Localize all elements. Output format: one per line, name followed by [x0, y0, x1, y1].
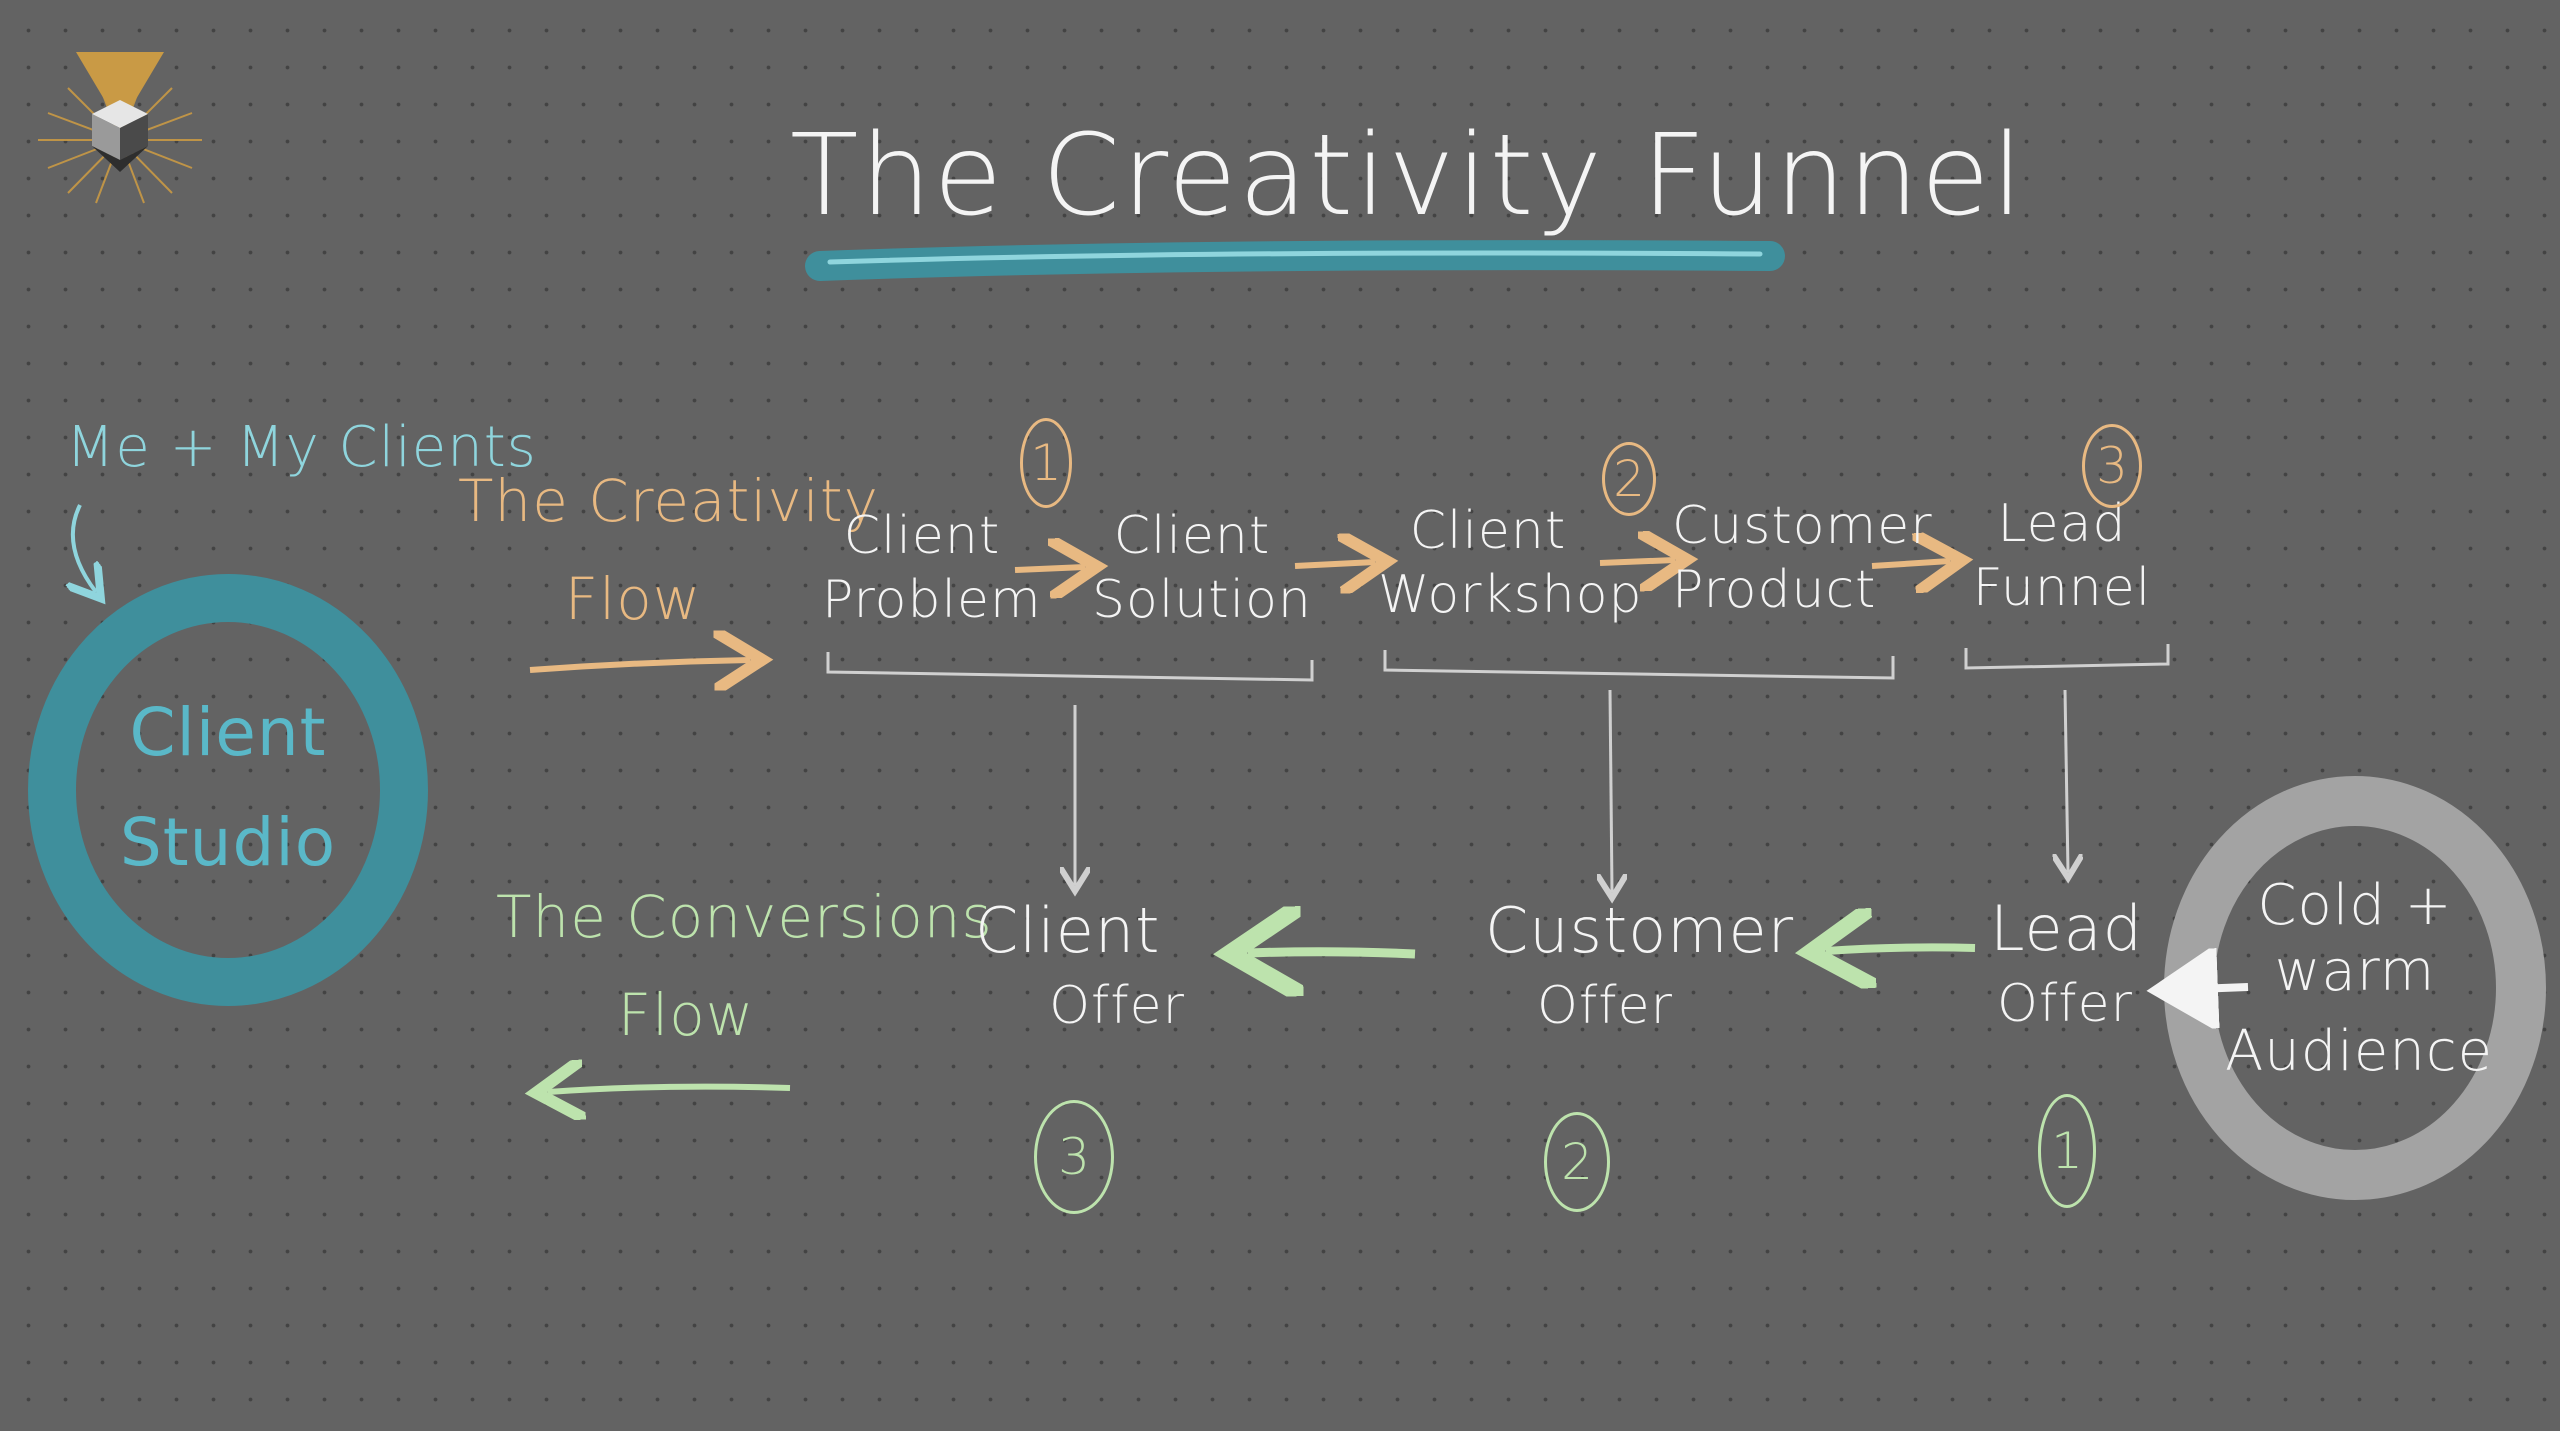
node-customer-product: Customer Product	[1672, 496, 1933, 620]
audience-line2: warm	[2274, 939, 2436, 1004]
arrow-customer-client	[1248, 952, 1416, 954]
conversions-flow-line1: The Conversions	[496, 883, 993, 951]
node-lead-offer-line2: Offer	[1997, 974, 2133, 1034]
conversions-flow-line2: Flow	[617, 981, 755, 1049]
node-client-offer-line2: Offer	[1049, 976, 1185, 1036]
node-client-workshop-line1: Client	[1409, 501, 1567, 561]
title-underline	[805, 240, 1785, 281]
audience-line3: Audience	[2225, 1019, 2494, 1084]
node-customer-product-line1: Customer	[1672, 496, 1933, 556]
client-studio-ring	[28, 574, 428, 1006]
side-label-arrow	[73, 504, 96, 592]
studio-logo-icon	[38, 52, 202, 204]
node-customer-offer-line1: Customer	[1485, 894, 1795, 967]
node-client-problem: Client Problem	[822, 506, 1042, 630]
arrow-workshop-product	[1599, 560, 1675, 563]
node-lead-offer-line1: Lead	[1990, 892, 2143, 965]
step-number-bottom-3: 3	[1034, 1100, 1114, 1214]
arrow-solution-workshop	[1294, 562, 1375, 566]
arrow-audience-lead	[2170, 987, 2249, 990]
arrow-product-funnel	[1871, 561, 1950, 566]
node-customer-offer-line2: Offer	[1537, 976, 1673, 1036]
creativity-flow-label: The Creativity Flow	[458, 467, 879, 633]
arrow-problem-solution	[1014, 567, 1085, 570]
node-client-offer: Client Offer	[975, 894, 1185, 1036]
node-client-workshop-line2: Workshop	[1378, 565, 1643, 625]
bracket-customer	[1383, 650, 1895, 680]
audience-label: Cold + warm Audience	[2225, 873, 2494, 1084]
node-client-workshop: Client Workshop	[1378, 501, 1643, 625]
node-lead-funnel: Lead Funnel	[1962, 498, 2162, 614]
step-number-top-1: 1	[1020, 418, 1072, 508]
node-lead-funnel-line1: Lead	[1997, 494, 2127, 554]
bracket-lead	[1964, 644, 2170, 670]
node-client-problem-line1: Client	[843, 506, 1001, 566]
step-number-bottom-1: 1	[2038, 1094, 2096, 1208]
step-number-top-3: 3	[2082, 424, 2142, 508]
conversions-flow-label: The Conversions Flow	[496, 883, 993, 1049]
node-lead-funnel-line2: Funnel	[1972, 558, 2152, 618]
client-studio-line1: Client	[129, 694, 327, 771]
connector-lead	[2065, 689, 2068, 872]
conversions-flow-arrow	[548, 1087, 791, 1092]
creativity-flow-arrow	[529, 660, 750, 670]
step-number-top-2: 2	[1602, 442, 1656, 516]
step-number-bottom-2: 2	[1544, 1112, 1610, 1212]
side-label: Me + My Clients	[66, 415, 537, 480]
creativity-flow-line2: Flow	[564, 565, 702, 633]
node-customer-offer: Customer Offer	[1485, 894, 1795, 1036]
node-customer-product-line2: Product	[1672, 560, 1877, 620]
arrow-lead-customer	[1826, 947, 1976, 951]
connector-customer	[1610, 689, 1612, 892]
node-client-solution: Client Solution	[1092, 506, 1312, 630]
client-studio-label: Client Studio	[108, 700, 348, 876]
page-title: The Creativity Funnel	[790, 111, 2025, 241]
node-client-solution-line2: Solution	[1092, 570, 1312, 630]
bracket-client	[826, 652, 1314, 682]
client-studio-line2: Studio	[119, 804, 337, 881]
audience-line1: Cold +	[2257, 873, 2453, 938]
node-client-problem-line2: Problem	[822, 570, 1042, 630]
creativity-flow-line1: The Creativity	[458, 467, 879, 535]
node-client-solution-line1: Client	[1113, 506, 1271, 566]
node-client-offer-line1: Client	[975, 894, 1161, 967]
node-lead-offer: Lead Offer	[1990, 892, 2143, 1034]
